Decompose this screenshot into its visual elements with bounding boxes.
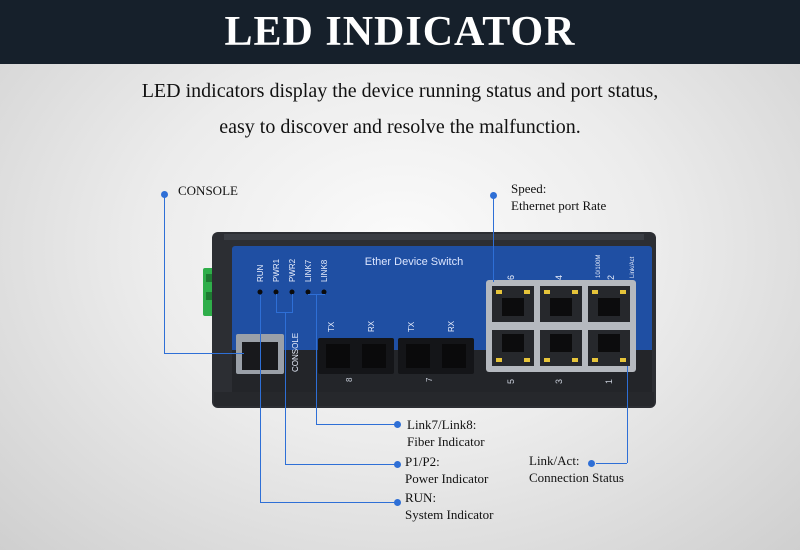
run-callout: RUN: System Indicator (405, 489, 493, 523)
link-callout: Link/Act: Connection Status (529, 452, 624, 486)
fiber-callout-title: Link7/Link8: (407, 417, 477, 432)
intro-line-1: LED indicators display the device runnin… (141, 80, 659, 102)
console-callout-title: CONSOLE (178, 183, 238, 198)
power-callout-title: P1/P2: (405, 454, 440, 469)
link-callout-dot (588, 460, 595, 467)
led-pwr2 (289, 289, 295, 295)
speed-callout-dot (490, 192, 497, 199)
run-callout-line (260, 295, 261, 502)
led-label-link8: LINK8 (320, 259, 329, 282)
fiber-port-number-8: 8 (345, 377, 354, 382)
speed-callout-desc: Ethernet port Rate (511, 198, 607, 213)
console-callout-dot (161, 191, 168, 198)
console-callout: CONSOLE (178, 182, 238, 199)
fiber-label-rx-8: RX (367, 320, 376, 332)
rj45-number-6: 6 (506, 275, 516, 280)
rj45-number-3: 3 (554, 379, 564, 384)
speed-callout: Speed: Ethernet port Rate (511, 180, 606, 214)
led-pwr1 (273, 289, 279, 295)
fiber-label-tx-7: TX (407, 321, 416, 332)
console-port-label: CONSOLE (291, 333, 300, 372)
run-callout-desc: System Indicator (405, 507, 494, 522)
link-callout-title: Link/Act: (529, 453, 580, 468)
rj45-number-5: 5 (506, 379, 516, 384)
fiber-callout-dot (394, 421, 401, 428)
intro-line-2: easy to discover and resolve the malfunc… (219, 116, 581, 138)
fiber-callout-line (316, 294, 317, 424)
led-label-pwr2: PWR2 (288, 258, 297, 282)
console-callout-line (164, 195, 165, 353)
run-callout-title: RUN: (405, 490, 437, 505)
speed-panel-label: 10/100M (596, 255, 602, 278)
speed-callout-line (493, 196, 494, 282)
led-link8 (321, 289, 327, 295)
led-label-pwr1: PWR1 (272, 258, 281, 282)
link-callout-line (627, 366, 628, 463)
led-label-link7: LINK7 (304, 259, 313, 282)
power-callout: P1/P2: Power Indicator (405, 453, 488, 487)
rj45-number-1: 1 (604, 379, 614, 384)
fiber-label-tx-8: TX (327, 321, 336, 332)
power-callout-dot (394, 461, 401, 468)
fiber-callout-desc: Fiber Indicator (407, 434, 485, 449)
rj45-number-4: 4 (554, 275, 564, 280)
fiber-label-rx-7: RX (447, 320, 456, 332)
led-link7 (305, 289, 311, 295)
rj45-number-2: 2 (606, 275, 616, 280)
link-panel-label: Link/Act (630, 256, 636, 278)
speed-callout-title: Speed: (511, 181, 547, 196)
page-title: LED INDICATOR (224, 9, 576, 55)
led-run (257, 289, 263, 295)
header-banner: LED INDICATOR (0, 0, 800, 64)
led-label-run: RUN (256, 264, 265, 282)
device-name: Ether Device Switch (365, 256, 463, 268)
power-callout-desc: Power Indicator (405, 471, 489, 486)
power-callout-line (285, 312, 286, 464)
run-callout-dot (394, 499, 401, 506)
link-callout-desc: Connection Status (529, 470, 624, 485)
fiber-callout: Link7/Link8: Fiber Indicator (407, 416, 485, 450)
fiber-port-number-7: 7 (425, 377, 434, 382)
